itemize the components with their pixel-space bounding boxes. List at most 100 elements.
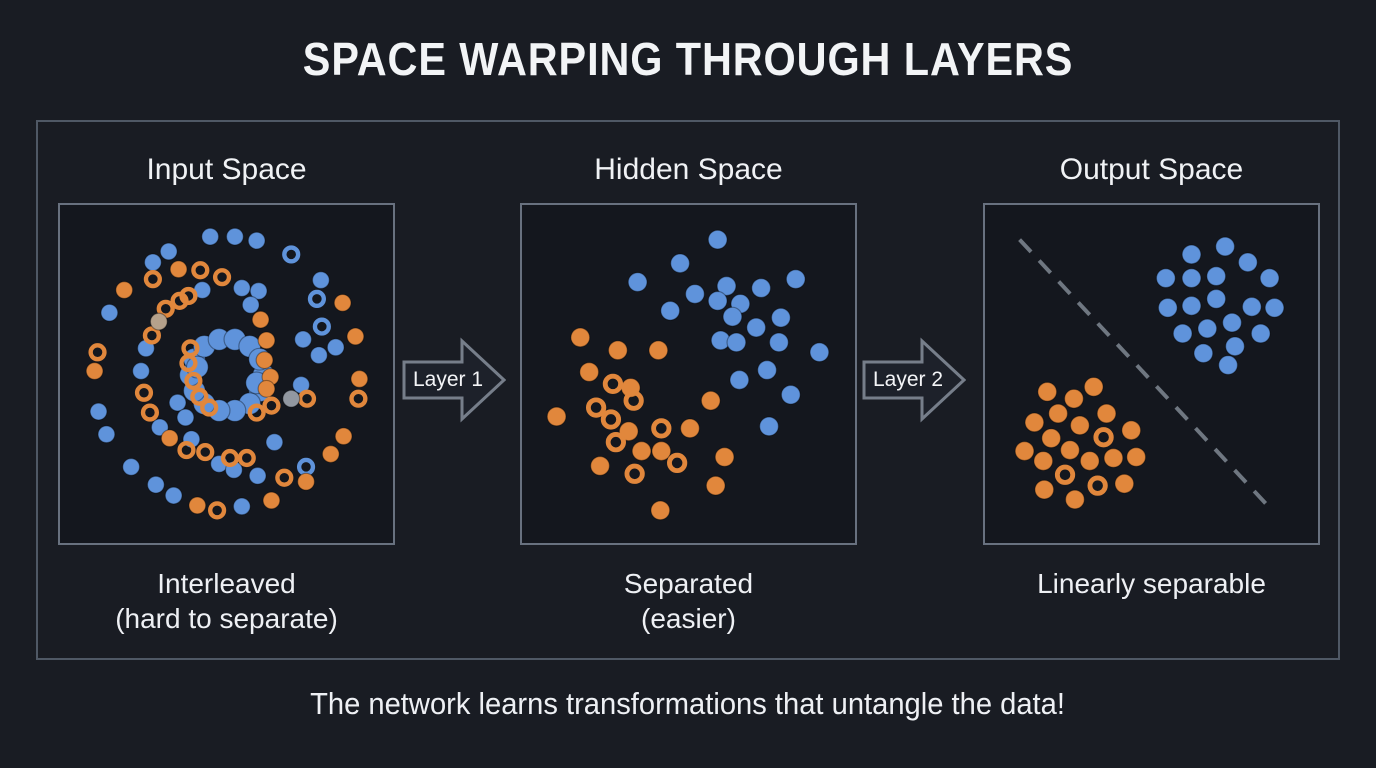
caption-line: (easier): [641, 603, 736, 634]
data-point: [247, 231, 266, 250]
data-point: [309, 346, 328, 365]
data-point: [1264, 297, 1285, 318]
footer-caption: The network learns transformations that …: [0, 686, 1376, 722]
data-point: [648, 340, 669, 361]
data-point: [1096, 403, 1117, 424]
data-point: [1237, 252, 1258, 273]
data-point: [1037, 381, 1058, 402]
data-point: [1193, 343, 1214, 364]
layer2-arrow-label: Layer 2: [872, 368, 944, 391]
data-point: [1241, 296, 1262, 317]
data-point: [296, 457, 316, 476]
data-point: [143, 270, 162, 289]
caption-line: Linearly separable: [1037, 568, 1266, 599]
data-point: [605, 432, 627, 453]
data-point: [262, 491, 281, 510]
data-point: [164, 486, 183, 505]
data-point: [757, 360, 778, 381]
hidden-space-scatter: [546, 229, 830, 521]
input-space-panel: [58, 203, 395, 545]
data-point: [249, 282, 268, 300]
data-point: [149, 312, 168, 331]
data-point: [759, 416, 780, 437]
data-point: [1181, 244, 1202, 265]
data-point: [177, 440, 196, 460]
data-point: [191, 261, 210, 280]
data-point: [142, 326, 161, 345]
output-space-panel: [983, 203, 1320, 545]
data-point: [1172, 323, 1193, 344]
data-point: [326, 338, 345, 357]
data-point: [627, 272, 648, 293]
decision-boundary-dashed-line: [1018, 238, 1269, 506]
data-point: [785, 269, 806, 290]
caption-line: Separated: [623, 568, 754, 599]
data-point: [196, 442, 215, 462]
data-point: [334, 427, 353, 446]
data-point: [1121, 420, 1142, 441]
data-point: [212, 268, 232, 287]
data-point: [1063, 388, 1084, 409]
data-point: [294, 330, 313, 349]
data-point: [1048, 403, 1069, 424]
data-point: [225, 227, 244, 246]
data-point: [132, 362, 151, 381]
data-point: [770, 307, 791, 328]
footer-caption-text: The network learns transformations that …: [310, 686, 1066, 721]
data-point: [1181, 295, 1202, 316]
data-point: [251, 310, 270, 329]
caption-input-space: Interleaved (hard to separate): [58, 566, 395, 636]
data-point: [297, 472, 316, 491]
data-point: [220, 448, 240, 468]
data-point: [1079, 450, 1100, 471]
data-point: [311, 271, 330, 290]
data-point: [312, 317, 331, 336]
data-point: [546, 406, 567, 427]
data-point: [89, 402, 108, 421]
layer1-arrow-label: Layer 1: [412, 368, 484, 391]
data-point: [623, 390, 644, 411]
data-point: [1155, 268, 1176, 289]
data-point: [1114, 473, 1135, 494]
data-point: [265, 433, 284, 452]
data-point: [631, 441, 652, 462]
data-point: [257, 331, 276, 350]
data-point: [282, 245, 301, 264]
data-point: [1206, 288, 1227, 309]
data-point: [1033, 450, 1054, 471]
data-point: [1218, 355, 1239, 376]
output-space-scatter: [1014, 236, 1285, 510]
caption-line: Interleaved: [157, 568, 296, 599]
data-point: [333, 293, 352, 312]
data-point: [179, 286, 198, 306]
right-arrow-icon: [862, 337, 966, 423]
data-point: [248, 466, 267, 485]
data-point: [602, 373, 624, 395]
data-point: [1014, 441, 1035, 462]
page-title-text: SPACE WARPING THROUGH LAYERS: [302, 33, 1074, 85]
data-point: [159, 242, 178, 261]
data-point: [350, 369, 369, 388]
data-point: [262, 396, 281, 415]
data-point: [1206, 266, 1227, 287]
data-point: [1093, 427, 1114, 448]
data-point: [200, 398, 219, 417]
data-point: [160, 429, 179, 448]
data-point: [85, 362, 104, 381]
data-point: [297, 389, 317, 408]
data-point: [237, 448, 256, 468]
data-point: [579, 362, 600, 383]
panel-label-input-space: Input Space: [146, 153, 307, 186]
page-title: SPACE WARPING THROUGH LAYERS: [0, 32, 1376, 86]
data-point: [650, 500, 671, 521]
data-point: [1069, 415, 1090, 436]
data-point: [97, 425, 116, 444]
data-point: [1157, 297, 1178, 318]
data-point: [667, 452, 688, 474]
data-point: [115, 281, 134, 300]
data-point: [670, 253, 691, 274]
data-point: [143, 253, 162, 272]
data-point: [190, 387, 209, 406]
data-point: [169, 260, 188, 279]
data-point: [349, 389, 368, 408]
